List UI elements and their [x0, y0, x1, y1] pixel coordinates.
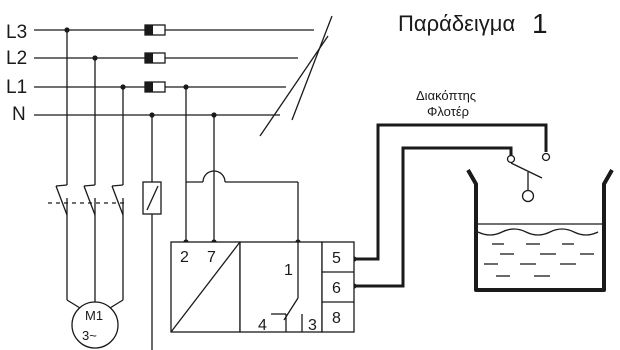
line-l3-label: L3 [6, 22, 27, 43]
contactor-coil [142, 115, 162, 350]
terminal-5: 5 [332, 250, 341, 267]
diagram-title-number: 1 [532, 8, 548, 39]
relay-supply-wires [185, 87, 299, 242]
bus-lines [34, 15, 333, 137]
line-n-label: N [12, 104, 26, 125]
line-l2-label: L2 [6, 48, 27, 69]
motor-m1 [66, 299, 124, 349]
terminal-3: 3 [308, 317, 317, 334]
fuse-l2 [144, 52, 166, 64]
fuse-l3 [144, 24, 166, 36]
terminal-2: 2 [180, 249, 189, 266]
terminal-block [321, 241, 355, 333]
float-switch-wires [354, 123, 548, 288]
terminal-1: 1 [284, 262, 293, 279]
level-relay [170, 241, 323, 333]
float-switch-label-line2: Φλοτέρ [427, 104, 469, 119]
terminal-7: 7 [207, 249, 216, 266]
terminal-6: 6 [332, 280, 341, 297]
float-switch-label-line1: Διακόπτης [416, 88, 476, 103]
line-l1-label: L1 [6, 77, 27, 98]
motor-name: M1 [85, 308, 103, 323]
terminal-8: 8 [332, 310, 341, 327]
contactor-contacts [48, 30, 124, 300]
diagram-title: Παράδειγμα [398, 11, 515, 36]
terminal-4: 4 [258, 317, 267, 334]
motor-phase: 3~ [82, 328, 97, 343]
float-switch [506, 152, 551, 203]
water-tank [466, 169, 614, 292]
fuse-l1 [144, 81, 166, 93]
